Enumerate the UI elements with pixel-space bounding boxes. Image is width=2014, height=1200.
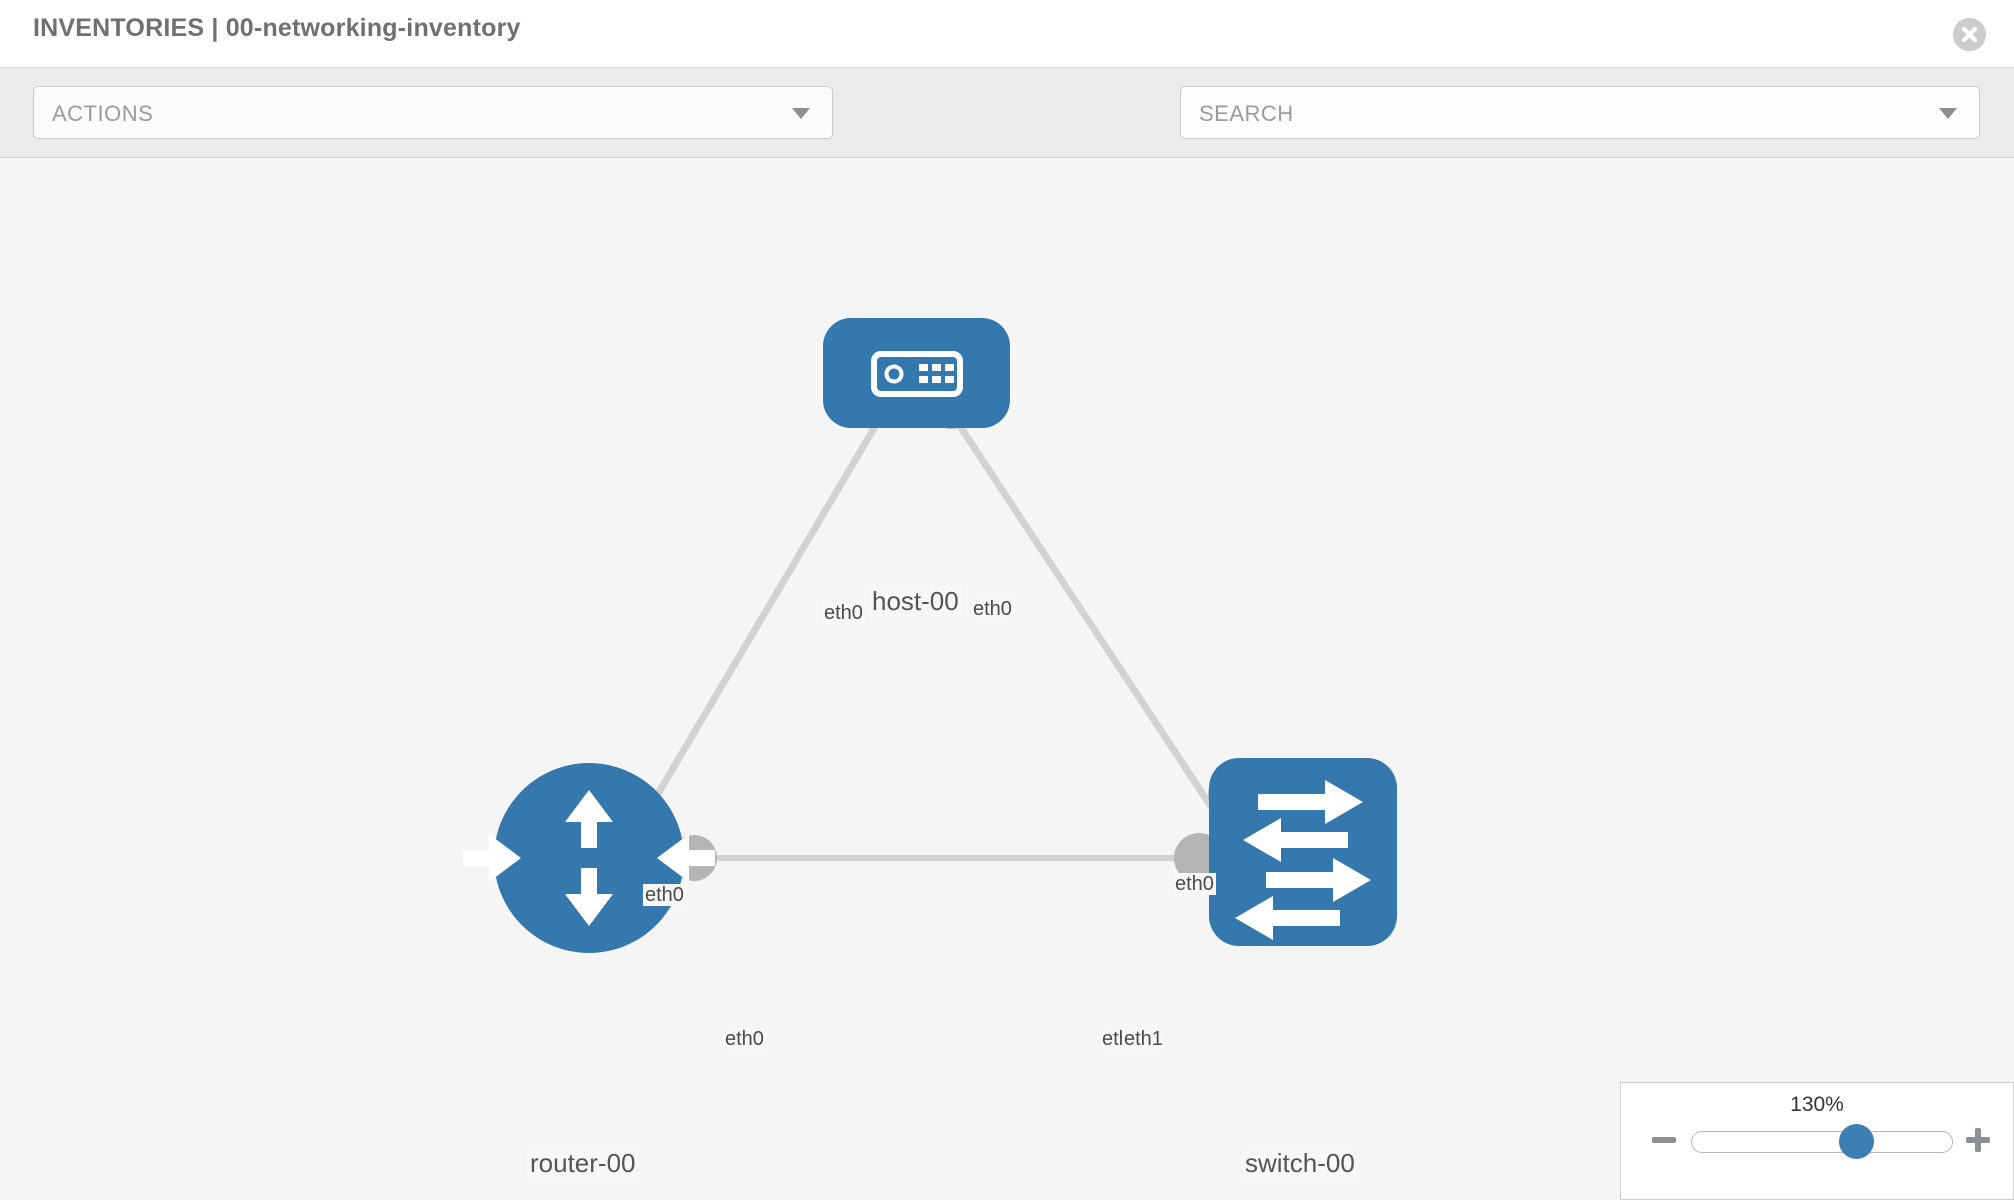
server-appliance-icon (871, 351, 963, 397)
link-host00-switch00 (945, 406, 1248, 860)
four-arrows-inward-icon (463, 790, 715, 926)
zoom-control-panel: 130% (1620, 1082, 2014, 1200)
actions-dropdown[interactable]: ACTIONS (33, 86, 833, 139)
zoom-level-value: 130% (1790, 1093, 1844, 1116)
edge-label-router00-east: eth0 (723, 1028, 766, 1050)
topology-graph (463, 318, 1397, 953)
topology-canvas[interactable]: eth0 eth0 eth0 eth0 eth0 eth0 eth1 host-… (0, 158, 2014, 1200)
node-host-00[interactable] (823, 318, 1010, 428)
link-host00-router00 (616, 406, 890, 860)
chevron-down-icon (792, 108, 810, 119)
node-label-host-00: host-00 (869, 586, 962, 616)
page-header: INVENTORIES | 00-networking-inventory (0, 0, 2014, 68)
page-title: INVENTORIES | 00-networking-inventory (33, 14, 521, 42)
edge-label-host00-left: eth0 (822, 602, 865, 624)
toolbar: ACTIONS SEARCH (0, 68, 2014, 193)
edge-label-host00-right: eth0 (971, 598, 1014, 620)
zoom-slider-handle[interactable] (1838, 1124, 1874, 1159)
topology-links (616, 406, 1248, 861)
edge-label-switch00-west-eth1: eth1 (1122, 1028, 1165, 1050)
node-switch-00[interactable] (1209, 758, 1397, 946)
zoom-in-button[interactable] (1963, 1125, 1993, 1155)
search-placeholder: SEARCH (1199, 101, 1294, 126)
zoom-out-button[interactable] (1649, 1125, 1679, 1155)
edge-label-router00-north: eth0 (643, 884, 686, 906)
zoom-slider-track[interactable] (1691, 1131, 1953, 1153)
node-label-router-00: router-00 (527, 1148, 639, 1178)
bidirectional-arrows-icon (1235, 780, 1371, 940)
chevron-down-icon[interactable] (1939, 108, 1957, 119)
topology-ports (671, 380, 1258, 883)
edge-label-switch00-north: eth0 (1173, 873, 1216, 895)
search-input[interactable]: SEARCH (1180, 86, 1980, 139)
node-router-00[interactable] (463, 763, 715, 953)
close-icon[interactable] (1953, 18, 1986, 51)
node-label-switch-00: switch-00 (1242, 1148, 1358, 1178)
actions-dropdown-label: ACTIONS (52, 101, 154, 126)
